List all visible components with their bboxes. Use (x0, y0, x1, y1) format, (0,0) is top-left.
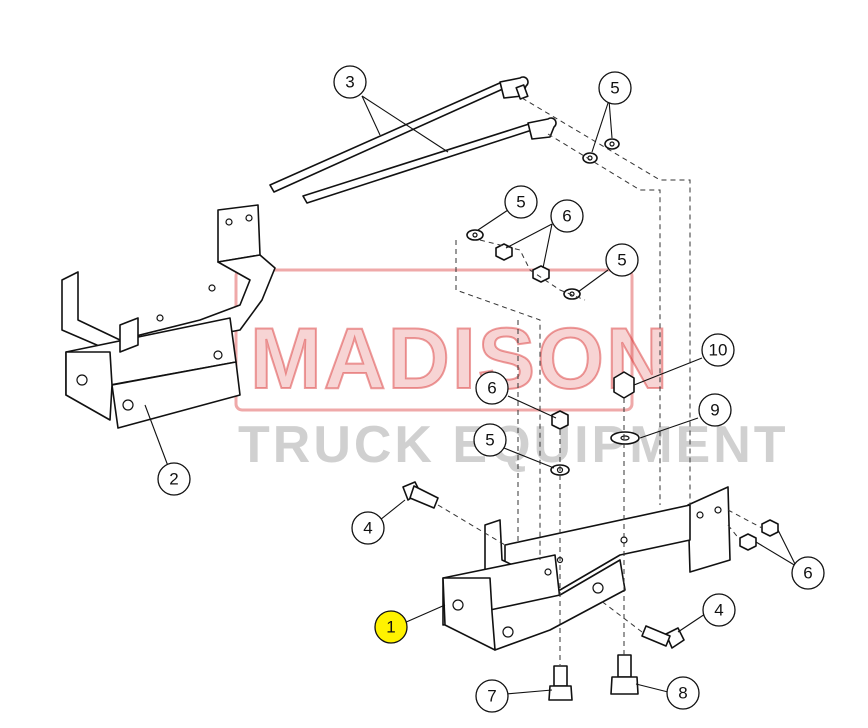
callout-5: 5 (473, 423, 507, 457)
callout-5: 5 (504, 185, 538, 219)
callout-6: 6 (475, 371, 509, 405)
madison-watermark: MADISON TRUCK EQUIPMENT (234, 268, 789, 474)
callout-1-highlighted: 1 (374, 610, 408, 644)
watermark-frame (234, 268, 634, 412)
svg-text:6: 6 (487, 379, 496, 398)
callout-3: 3 (333, 65, 367, 99)
svg-text:2: 2 (169, 470, 178, 489)
part-1-mount (442, 486, 731, 651)
svg-text:6: 6 (562, 207, 571, 226)
part-3-bars (269, 76, 557, 204)
watermark-brand: MADISON (250, 311, 670, 407)
callout-6: 6 (791, 556, 825, 590)
part-2-bracket (61, 204, 276, 429)
callout-2: 2 (157, 462, 191, 496)
callout-4: 4 (351, 511, 385, 545)
svg-text:4: 4 (363, 519, 372, 538)
callout-5: 5 (605, 243, 639, 277)
callout-4: 4 (702, 593, 736, 627)
svg-text:10: 10 (709, 341, 728, 360)
callout-8: 8 (666, 676, 700, 710)
watermark-tagline: TRUCK EQUIPMENT (238, 416, 789, 474)
svg-text:6: 6 (803, 564, 812, 583)
callout-7: 7 (475, 679, 509, 713)
svg-text:1: 1 (386, 618, 395, 637)
hardware (402, 138, 779, 701)
svg-text:9: 9 (710, 401, 719, 420)
svg-text:3: 3 (345, 73, 354, 92)
svg-text:5: 5 (485, 431, 494, 450)
svg-text:7: 7 (487, 687, 496, 706)
svg-text:5: 5 (516, 193, 525, 212)
svg-text:5: 5 (617, 251, 626, 270)
svg-text:4: 4 (714, 601, 723, 620)
callout-6: 6 (550, 199, 584, 233)
leader-lines (144, 95, 797, 695)
svg-text:5: 5 (610, 79, 619, 98)
callout-5: 5 (598, 71, 632, 105)
callout-10: 10 (701, 333, 735, 367)
assembly-lines (437, 97, 763, 665)
svg-text:8: 8 (678, 684, 687, 703)
callout-9: 9 (698, 393, 732, 427)
